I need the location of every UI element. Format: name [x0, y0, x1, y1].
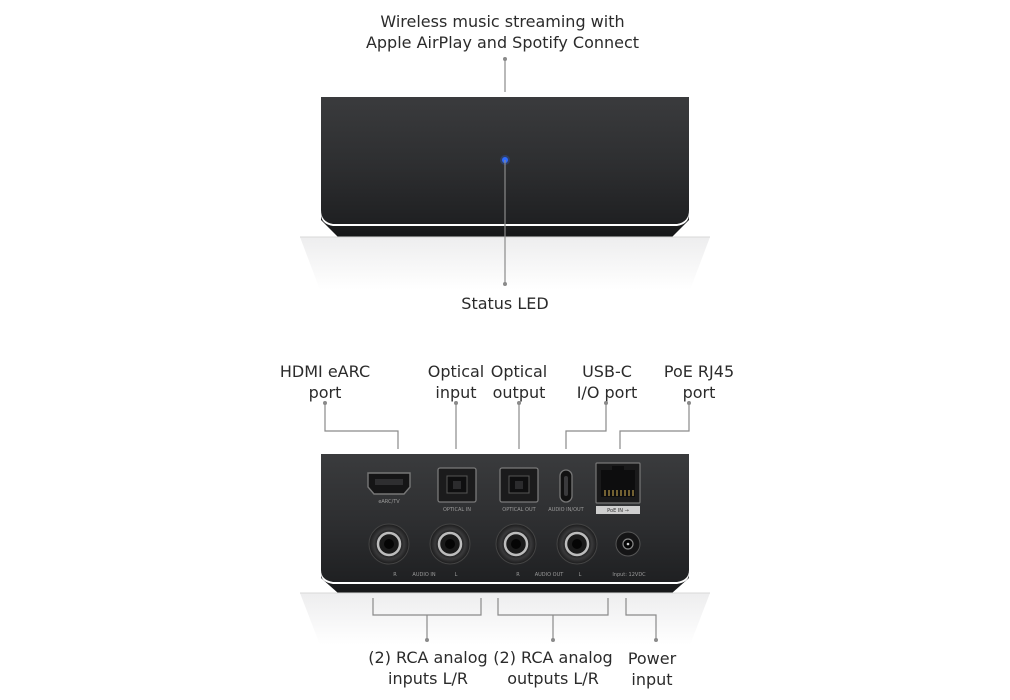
hdmi-port — [367, 472, 411, 495]
optical-input-label: Optical input — [427, 362, 485, 402]
rca-outputs-label: (2) RCA analog outputs L/R — [493, 648, 613, 688]
panel-label-power-spec: Input: 12VDC — [612, 572, 646, 578]
poe-rj45-label: PoE RJ45 port — [663, 362, 735, 402]
optical-out-port — [499, 467, 539, 503]
hdmi-earc-label: HDMI eARC port — [279, 362, 371, 402]
rear-bottom-leader-lines — [372, 598, 657, 640]
rear-top-leader-dots — [323, 401, 691, 405]
poe-rj45-port — [595, 462, 641, 514]
panel-label-earc: eARC/TV — [378, 499, 400, 505]
panel-label-audio-io: AUDIO IN/OUT — [548, 507, 584, 513]
panel-label-l-out: L — [579, 572, 582, 578]
optical-output-label: Optical output — [490, 362, 548, 402]
rca-jack-out-r — [495, 523, 537, 565]
rca-inputs-label: (2) RCA analog inputs L/R — [368, 648, 488, 688]
status-led-label: Status LED — [461, 294, 549, 313]
panel-label-poe-in: PoE IN → — [607, 508, 629, 514]
power-jack — [615, 531, 641, 557]
usbc-label: USB-C I/O port — [576, 362, 638, 402]
panel-label-r-in: R — [393, 572, 397, 578]
panel-label-optical-out: OPTICAL OUT — [502, 507, 536, 513]
rca-jack-out-l — [556, 523, 598, 565]
usbc-port — [559, 469, 573, 503]
rca-jack-in-r — [368, 523, 410, 565]
panel-label-optical-in: OPTICAL IN — [443, 507, 471, 513]
power-input-label: Power input — [627, 649, 677, 689]
optical-in-port — [437, 467, 477, 503]
rear-bottom-leader-dots — [425, 638, 658, 642]
rear-top-leader-lines — [324, 403, 690, 449]
rca-jack-in-l — [429, 523, 471, 565]
panel-label-l-in: L — [455, 572, 458, 578]
panel-label-audio-in: AUDIO IN — [412, 572, 435, 578]
panel-label-audio-out: AUDIO OUT — [535, 572, 565, 578]
wireless-streaming-label: Wireless music streaming with Apple AirP… — [365, 12, 640, 52]
panel-label-r-out: R — [516, 572, 520, 578]
